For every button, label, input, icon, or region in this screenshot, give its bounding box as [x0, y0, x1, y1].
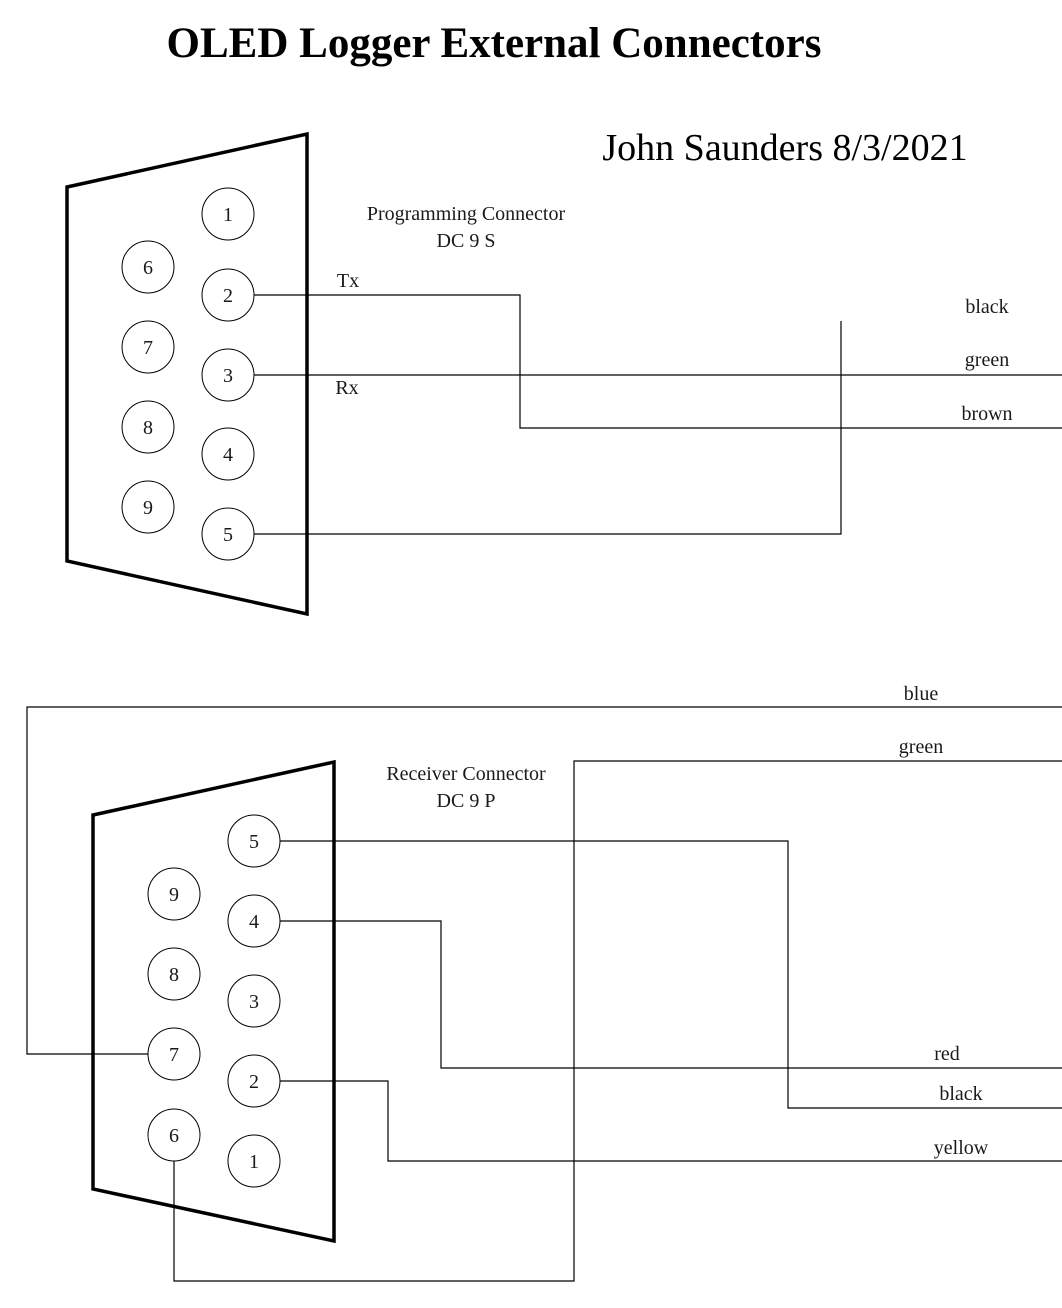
- wire-label-green: green: [899, 736, 943, 758]
- pin-number: 4: [223, 444, 233, 466]
- pin-number: 8: [169, 964, 179, 986]
- programming-pin-1: 1: [201, 187, 255, 241]
- wire-label-yellow: yellow: [934, 1137, 989, 1159]
- programming-pin-9: 9: [121, 480, 175, 534]
- pin-number: 7: [169, 1044, 179, 1066]
- pin-number: 1: [223, 204, 233, 226]
- pin-number: 1: [249, 1151, 259, 1173]
- programming-pin-2: 2: [201, 268, 255, 322]
- programming-pin-5: 5: [201, 507, 255, 561]
- pin-number: 5: [223, 524, 233, 546]
- programming-pin-7: 7: [121, 320, 175, 374]
- pin-number: 2: [249, 1071, 259, 1093]
- programming-pin-4: 4: [201, 427, 255, 481]
- programming-connector: Programming Connector DC 9 S Tx Rx black…: [65, 131, 1062, 617]
- wire-label-blue: blue: [904, 683, 939, 705]
- pin-number: 5: [249, 831, 259, 853]
- pin-number: 4: [249, 911, 259, 933]
- receiver-pin-1: 1: [227, 1134, 281, 1188]
- author-date: John Saunders 8/3/2021: [602, 127, 967, 169]
- receiver-wires: [26, 706, 1062, 1282]
- receiver-pin-5: 5: [227, 814, 281, 868]
- programming-connector-type: DC 9 S: [437, 230, 496, 252]
- pin-number: 6: [169, 1125, 179, 1147]
- wire-ground-black: [254, 321, 842, 535]
- wire-blue: [26, 706, 1062, 1055]
- receiver-pin-4: 4: [227, 894, 281, 948]
- programming-connector-name: Programming Connector: [367, 203, 566, 225]
- receiver-pin-8: 8: [147, 947, 201, 1001]
- diagram-title: OLED Logger External Connectors: [167, 20, 822, 67]
- pin-number: 6: [143, 257, 153, 279]
- pin-number: 8: [143, 417, 153, 439]
- receiver-connector-shell: [91, 759, 336, 1244]
- signal-label-rx: Rx: [335, 377, 358, 399]
- programming-pin-8: 8: [121, 400, 175, 454]
- pin-number: 3: [223, 365, 233, 387]
- programming-pin-6: 6: [121, 240, 175, 294]
- wire-red: [280, 920, 1062, 1069]
- wire-label-black: black: [965, 296, 1008, 318]
- pin-number: 9: [143, 497, 153, 519]
- receiver-connector: Receiver Connector DC 9 P blue green red…: [26, 683, 1062, 1282]
- wire-label-red: red: [934, 1043, 960, 1065]
- programming-connector-shell: [65, 131, 309, 617]
- pin-number: 7: [143, 337, 153, 359]
- receiver-pin-2: 2: [227, 1054, 281, 1108]
- receiver-connector-type: DC 9 P: [437, 790, 496, 812]
- receiver-pin-6: 6: [147, 1108, 201, 1162]
- receiver-connector-name: Receiver Connector: [386, 763, 546, 785]
- wire-label-green: green: [965, 349, 1009, 371]
- wire-green: [173, 760, 1062, 1282]
- receiver-pin-3: 3: [227, 974, 281, 1028]
- receiver-pin-7: 7: [147, 1027, 201, 1081]
- pin-number: 9: [169, 884, 179, 906]
- receiver-pin-9: 9: [147, 867, 201, 921]
- programming-pin-3: 3: [201, 348, 255, 402]
- wire-label-brown: brown: [961, 403, 1012, 425]
- wire-tx-brown: [254, 294, 1062, 429]
- programming-wires: [254, 294, 1062, 535]
- pin-number: 3: [249, 991, 259, 1013]
- wire-black: [280, 840, 1062, 1109]
- wire-label-black: black: [939, 1083, 982, 1105]
- pin-number: 2: [223, 285, 233, 307]
- signal-label-tx: Tx: [337, 270, 359, 292]
